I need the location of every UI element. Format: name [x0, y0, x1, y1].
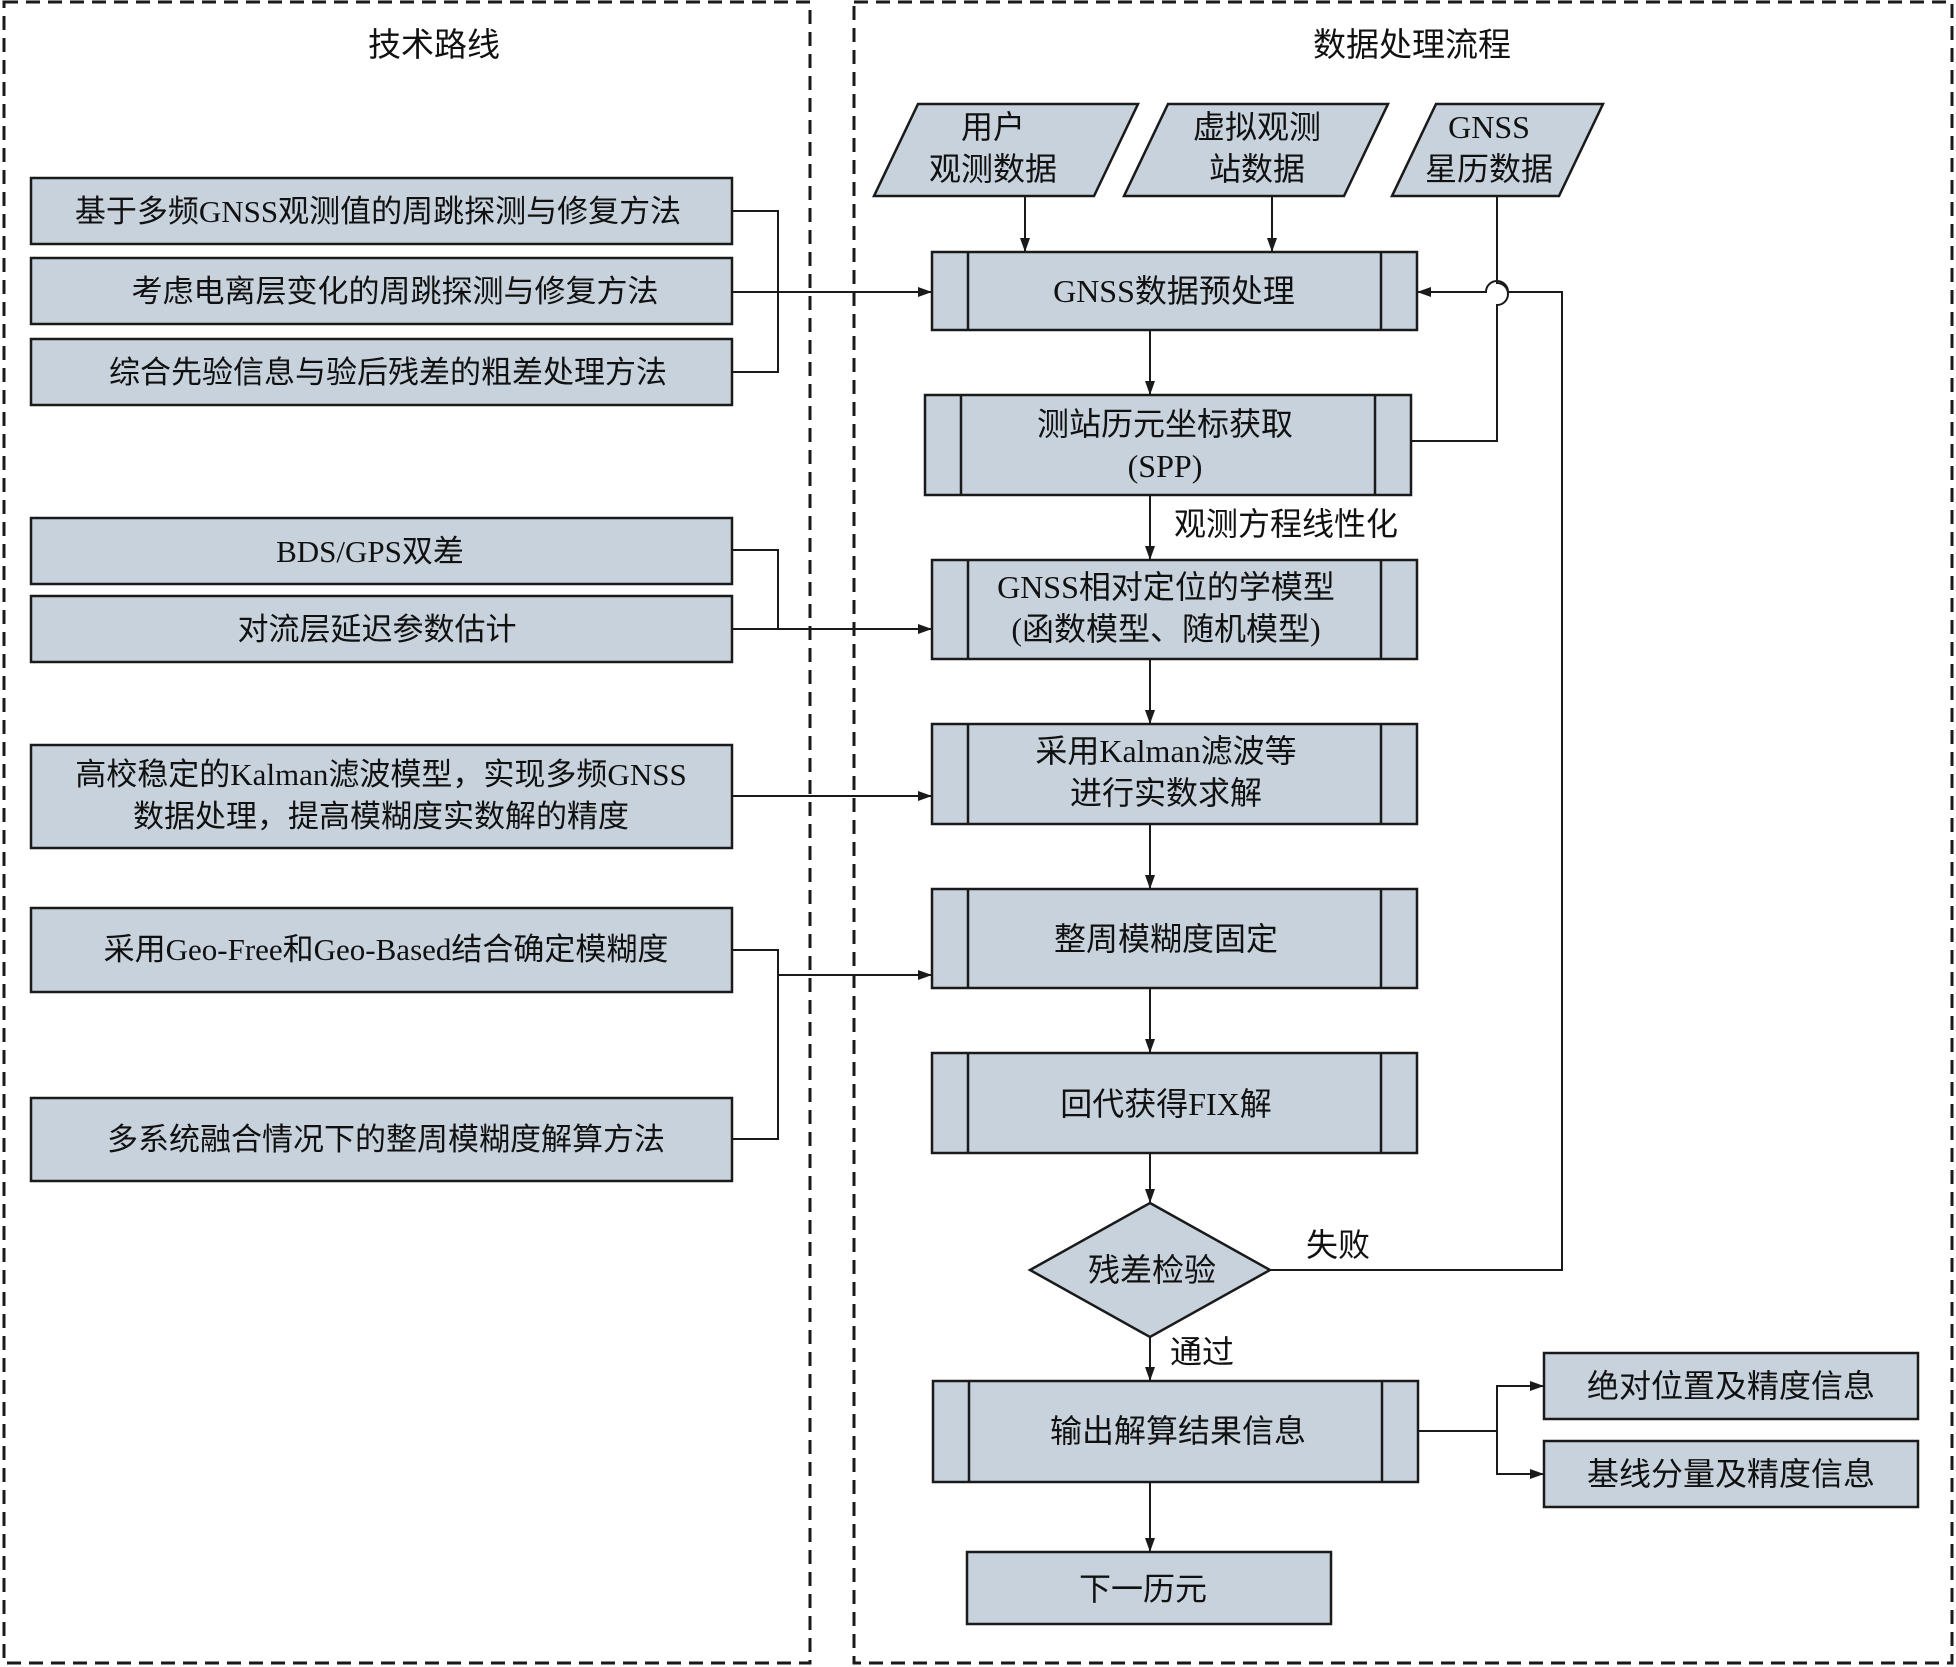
method-box-6: [29, 743, 734, 850]
method-label-8: 多系统融合情况下的整周模糊度解算方法: [107, 1122, 665, 1157]
process-output: 输出解算结果信息: [931, 1379, 1420, 1484]
connector-group-4: [732, 949, 779, 1140]
process-kalman-line2: 进行实数求解: [1070, 775, 1262, 811]
method-box-4: [29, 516, 734, 586]
process-ambiguity-fix: 整周模糊度固定: [930, 887, 1419, 990]
method-box-7: [29, 906, 734, 994]
method-label-4: BDS/GPS双差: [276, 534, 464, 569]
method-label-7: 采用Geo-Free和Geo-Based结合确定模糊度: [104, 932, 669, 967]
connector-ephemeris-to-spp: [1411, 196, 1509, 442]
process-model-line1: GNSS相对定位的学模型: [997, 569, 1335, 605]
feedback-fail-loop: [1270, 280, 1563, 1271]
process-fix-solution: 回代获得FIX解: [930, 1051, 1419, 1155]
input-ephemeris: GNSS 星历数据: [1390, 102, 1605, 198]
input-user-observation-line2: 观测数据: [929, 151, 1057, 187]
input-user-observation: 用户 观测数据: [872, 102, 1140, 198]
abs-position-box: [1542, 1351, 1920, 1421]
baseline-label: 基线分量及精度信息: [1587, 1456, 1875, 1492]
process-preprocess-label: GNSS数据预处理: [1053, 273, 1295, 309]
process-kalman: 采用Kalman滤波等 进行实数求解: [930, 722, 1419, 826]
decision-residual-check: 残差检验: [1027, 1201, 1273, 1339]
fail-label: 失败: [1306, 1227, 1370, 1263]
method-box-5: [29, 594, 734, 664]
next-epoch-label: 下一历元: [1079, 1571, 1207, 1607]
method-box-3: [29, 337, 734, 407]
input-virtual-station-line1: 虚拟观测: [1193, 109, 1321, 145]
process-model: GNSS相对定位的学模型 (函数模型、随机模型): [930, 558, 1419, 661]
arrow-to-abs-position: [1496, 1381, 1544, 1431]
process-kalman-line1: 采用Kalman滤波等: [1035, 733, 1296, 769]
process-spp-line2: (SPP): [1128, 448, 1203, 484]
method-label-5: 对流层延迟参数估计: [238, 612, 517, 647]
linearize-label: 观测方程线性化: [1174, 506, 1398, 542]
process-output-label: 输出解算结果信息: [1050, 1413, 1306, 1449]
baseline-box: [1542, 1439, 1920, 1509]
process-spp: 测站历元坐标获取 (SPP): [923, 393, 1413, 497]
pass-label: 通过: [1170, 1334, 1234, 1370]
input-user-observation-line1: 用户: [961, 109, 1025, 145]
input-ephemeris-line1: GNSS: [1448, 109, 1530, 145]
process-preprocess: GNSS数据预处理: [930, 250, 1419, 332]
input-virtual-station: 虚拟观测 站数据: [1122, 102, 1390, 198]
right-panel-title: 数据处理流程: [1313, 27, 1511, 64]
method-label-3: 综合先验信息与验后残差的粗差处理方法: [109, 355, 667, 390]
arrow-to-baseline: [1496, 1431, 1544, 1479]
left-panel-title: 技术路线: [368, 27, 500, 64]
input-virtual-station-line2: 站数据: [1209, 151, 1305, 187]
method-label-6-line1: 高校稳定的Kalman滤波模型，实现多频GNSS: [75, 757, 686, 792]
method-box-8: [29, 1096, 734, 1183]
method-label-2: 考虑电离层变化的周跳探测与修复方法: [132, 274, 659, 309]
decision-residual-check-label: 残差检验: [1088, 1252, 1216, 1288]
connector-group-2: [732, 549, 779, 629]
process-model-line2: (函数模型、随机模型): [1011, 611, 1320, 647]
process-spp-line1: 测站历元坐标获取: [1037, 406, 1293, 442]
process-ambiguity-fix-label: 整周模糊度固定: [1054, 921, 1278, 957]
process-fix-solution-label: 回代获得FIX解: [1060, 1086, 1272, 1122]
right-panel-frame: [852, 0, 1954, 1665]
method-label-1: 基于多频GNSS观测值的周跳探测与修复方法: [75, 194, 681, 229]
method-box-2: [29, 256, 734, 326]
method-label-6-line2: 数据处理，提高模糊度实数解的精度: [133, 799, 629, 834]
method-box-1: [29, 176, 734, 246]
left-panel-frame: [2, 0, 812, 1665]
next-epoch-box: [965, 1550, 1333, 1626]
abs-position-label: 绝对位置及精度信息: [1587, 1368, 1875, 1404]
input-ephemeris-line2: 星历数据: [1425, 151, 1553, 187]
